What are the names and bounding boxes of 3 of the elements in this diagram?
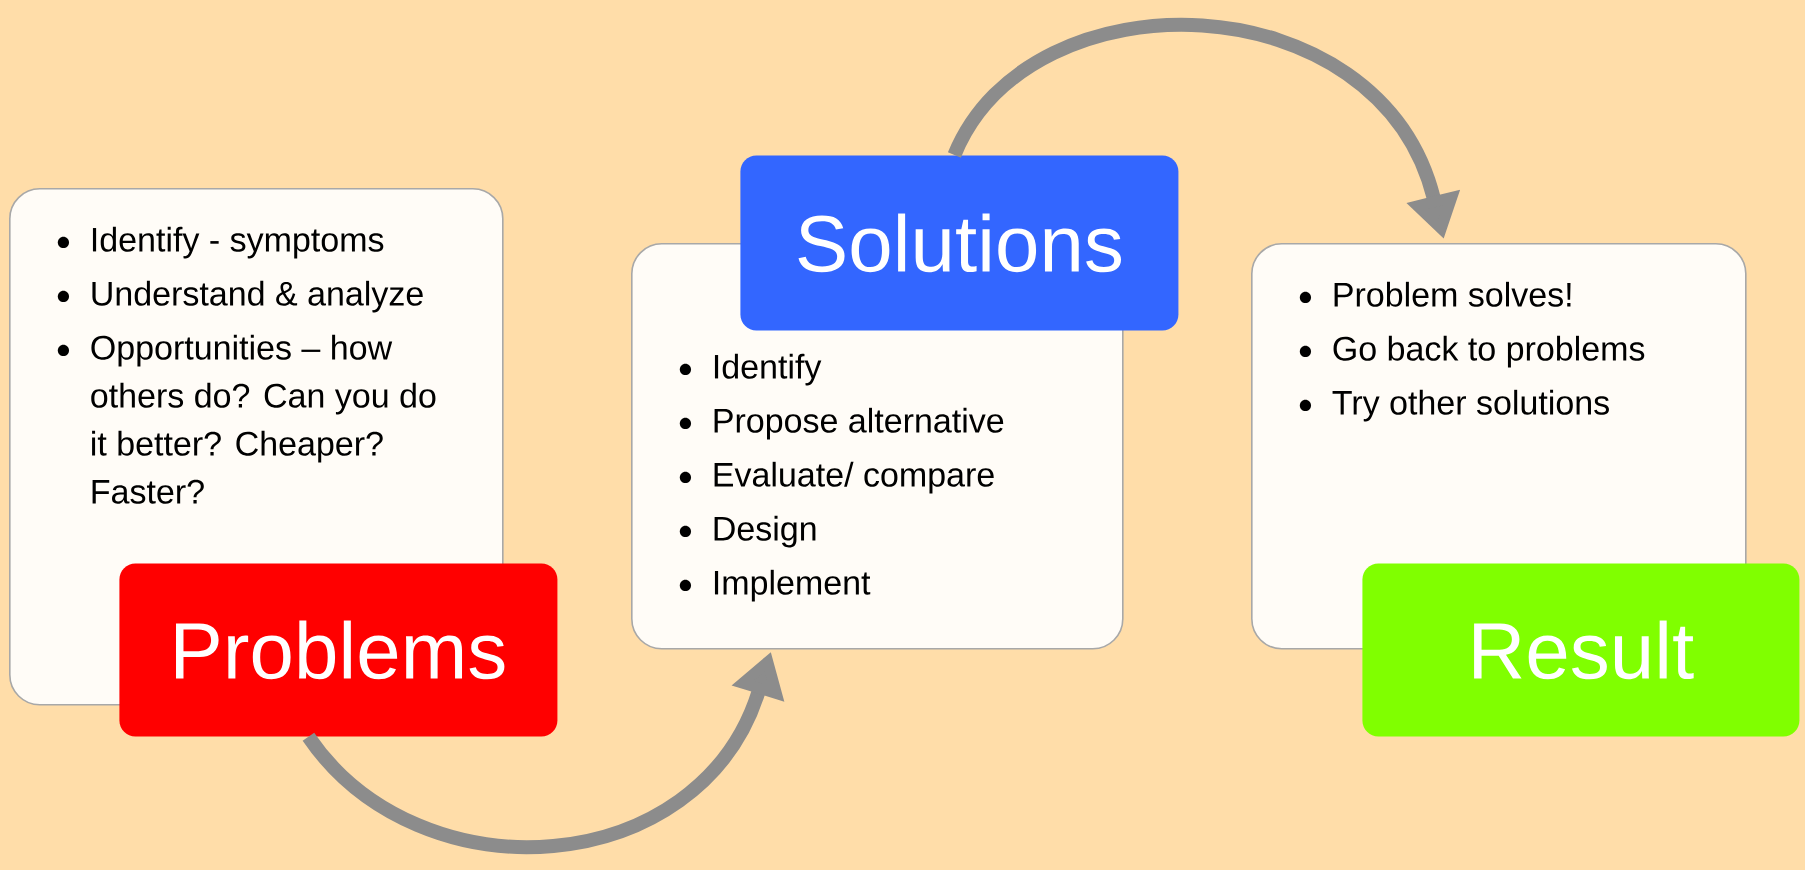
title-box: Result <box>1362 563 1800 737</box>
title-box: Problems <box>119 563 558 737</box>
title-box: Solutions <box>740 155 1179 331</box>
